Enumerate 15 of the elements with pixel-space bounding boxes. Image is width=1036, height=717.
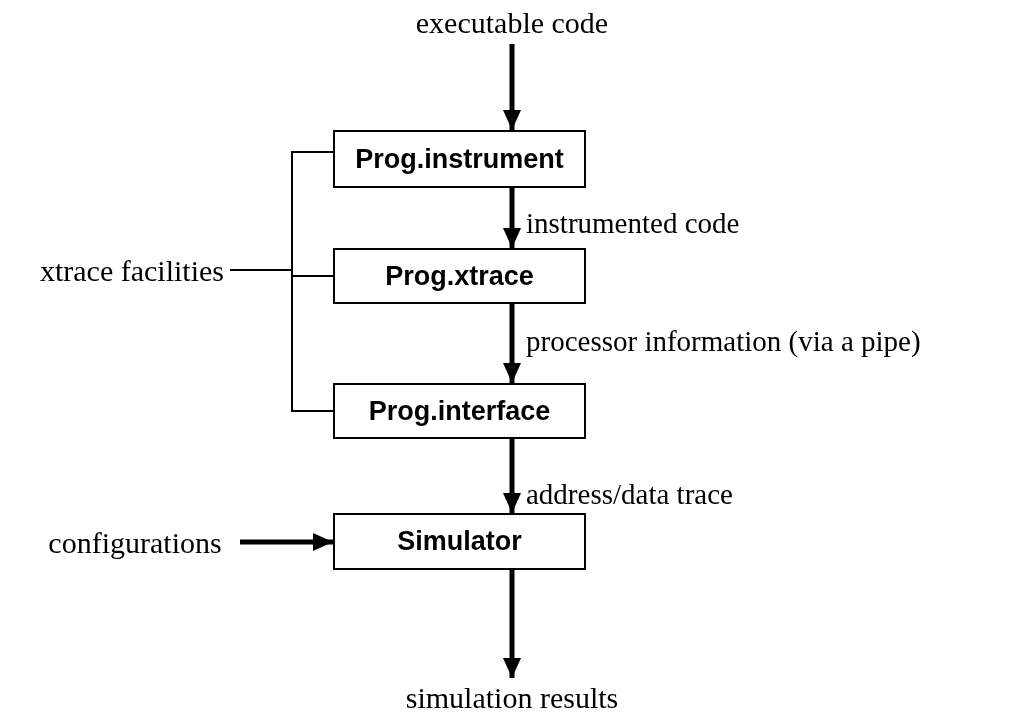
flow-text: executable code: [412, 0, 612, 44]
arrow: [503, 304, 521, 383]
arrow: [503, 188, 521, 248]
arrow: [503, 44, 521, 130]
flow-text: configurations: [30, 522, 240, 562]
flow-text: simulation results: [392, 678, 632, 717]
arrow: [503, 570, 521, 678]
flow-text: xtrace facilities: [34, 250, 230, 290]
process-box: Prog.xtrace: [333, 248, 586, 304]
process-box: Simulator: [333, 513, 586, 570]
process-box: Prog.instrument: [333, 130, 586, 188]
process-box: Prog.interface: [333, 383, 586, 439]
leader-line: [229, 269, 334, 412]
arrow: [503, 439, 521, 513]
arrow: [240, 533, 333, 551]
